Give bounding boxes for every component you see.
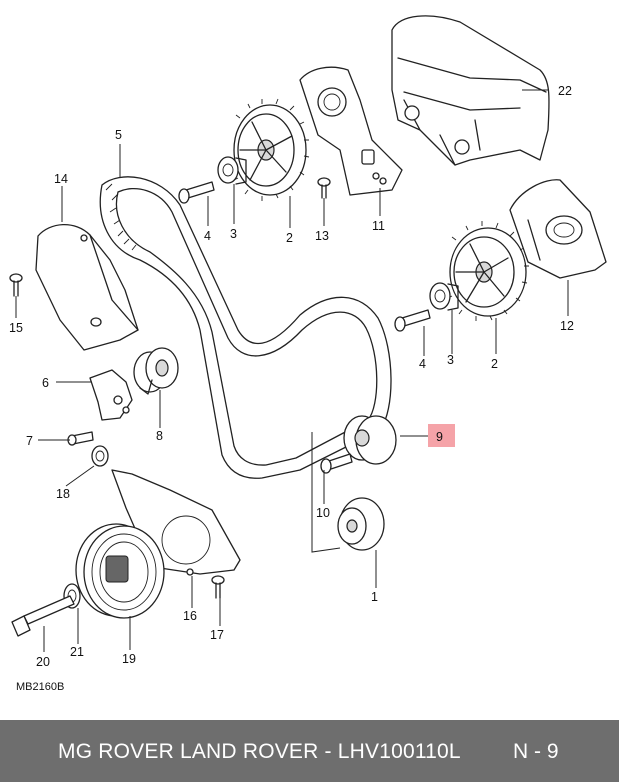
callout-7: 7 (26, 434, 33, 448)
callout-21: 21 (70, 645, 84, 659)
callouts: 22 5 14 4 3 2 13 11 15 12 4 3 2 6 8 7 9 … (9, 84, 574, 693)
bolt-17 (211, 575, 225, 599)
callout-3-upper: 3 (230, 227, 237, 241)
callout-3-lower: 3 (447, 353, 454, 367)
callout-15: 15 (9, 321, 23, 335)
camshaft-gear-lower (447, 221, 529, 321)
footer-title: MG ROVER LAND ROVER - LHV100110L (58, 740, 461, 763)
upper-cover-right (509, 179, 607, 279)
callout-20: 20 (36, 655, 50, 669)
callout-14: 14 (54, 172, 68, 186)
bolt-4-upper (178, 181, 215, 204)
callout-9-highlight (428, 424, 455, 447)
callout-11: 11 (372, 219, 385, 233)
bolt-10 (311, 432, 353, 553)
callout-13: 13 (315, 229, 329, 243)
crankshaft-sprocket (337, 497, 385, 551)
bolt-7 (67, 431, 94, 446)
timing-belt-exploded-diagram: 22 5 14 4 3 2 13 11 15 12 4 3 2 6 8 7 9 … (9, 15, 607, 693)
callout-2-lower: 2 (491, 357, 498, 371)
callout-8: 8 (156, 429, 163, 443)
idler-pulley (343, 415, 397, 465)
bolt-4-lower (394, 309, 431, 332)
crankshaft-pulley (75, 523, 165, 619)
drawing-code: MB2160B (16, 681, 64, 693)
callout-18: 18 (56, 487, 70, 501)
washer-18 (91, 445, 109, 467)
tensioner-pulley (133, 347, 179, 395)
callout-2-upper: 2 (286, 231, 293, 245)
callout-5: 5 (115, 128, 122, 142)
callout-4-lower: 4 (419, 357, 426, 371)
callout-16: 16 (183, 609, 197, 623)
callout-19: 19 (122, 652, 136, 666)
callout-22: 22 (558, 84, 572, 98)
crank-bolt (11, 595, 75, 637)
leader-lines (15, 89, 569, 652)
callout-1: 1 (371, 590, 378, 604)
upper-cover-left (299, 66, 403, 196)
footer-bar: MG ROVER LAND ROVER - LHV100110L N - 9 (0, 720, 619, 782)
lower-front-cover (35, 223, 139, 351)
timing-belt (99, 176, 392, 479)
camshaft-gear-upper (233, 98, 310, 201)
camshaft-hub-lower (429, 282, 459, 311)
callout-17: 17 (210, 628, 224, 642)
callout-12: 12 (560, 319, 574, 333)
footer-reference: N - 9 (513, 740, 559, 763)
callout-9: 9 (436, 430, 443, 444)
callout-10: 10 (316, 506, 330, 520)
camshaft-hub-upper (217, 156, 247, 185)
callout-6: 6 (42, 376, 49, 390)
bolt-13 (317, 177, 331, 199)
tensioner-bracket (89, 369, 133, 421)
bolt-15 (9, 273, 23, 297)
rear-timing-cover (391, 15, 550, 166)
callout-4-upper: 4 (204, 229, 211, 243)
